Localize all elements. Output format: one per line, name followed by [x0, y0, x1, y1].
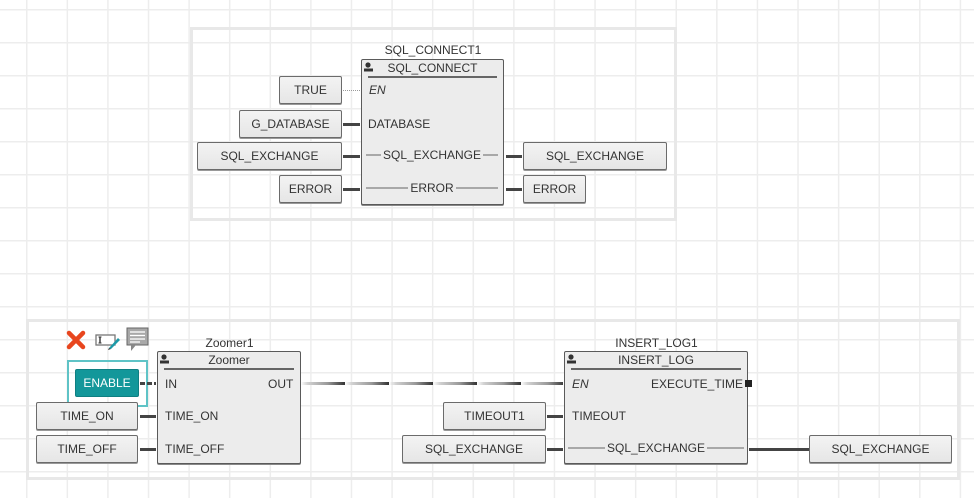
wire-zoomer-out-to-insert-log-en[interactable] [301, 382, 563, 385]
variable-enable[interactable]: ENABLE [75, 369, 139, 397]
wire-g-database [343, 123, 360, 126]
function-block-user-icon [364, 62, 373, 72]
wire-sql-exchange-insert-out [749, 448, 809, 451]
insert-log-pin-sql-exchange: SQL_EXCHANGE [568, 441, 745, 455]
variable-error-in[interactable]: ERROR [279, 175, 342, 203]
sql-connect-instance-name[interactable]: SQL_CONNECT1 [384, 43, 482, 57]
sql-connect-header: SQL_CONNECT [368, 60, 497, 78]
zoomer-type-name: Zoomer [208, 353, 250, 367]
network-group-main [26, 319, 960, 480]
wire-error-out [506, 188, 522, 191]
insert-log-pin-en: EN [572, 377, 589, 391]
insert-log-pin-timeout: TIMEOUT [572, 409, 626, 423]
zoomer-pin-time-off: TIME_OFF [165, 442, 225, 456]
variable-timeout1[interactable]: TIMEOUT1 [443, 402, 546, 430]
zoomer-pin-time-on: TIME_ON [165, 409, 219, 423]
sql-connect-pin-sql-exchange: SQL_EXCHANGE [366, 148, 499, 162]
zoomer-pin-in: IN [165, 377, 177, 391]
wire-timeout1 [547, 415, 563, 418]
wire-true-to-en [343, 90, 360, 91]
sql-connect-pin-error: ERROR [366, 181, 498, 195]
wire-error-in [343, 188, 360, 191]
zoomer-instance-name[interactable]: Zoomer1 [205, 336, 254, 350]
variable-time-off[interactable]: TIME_OFF [36, 435, 138, 463]
function-block-user-icon [160, 354, 169, 364]
variable-sql-exchange-in[interactable]: SQL_EXCHANGE [197, 142, 342, 170]
insert-log-block[interactable]: INSERT_LOG [564, 351, 748, 464]
delete-icon[interactable] [66, 330, 86, 350]
zoomer-header: Zoomer [164, 352, 294, 370]
wire-time-on [140, 415, 156, 418]
network-group-sql-connect [190, 27, 677, 221]
function-block-user-icon [567, 354, 576, 364]
rename-icon[interactable] [95, 330, 121, 350]
variable-sql-exchange-insert-out[interactable]: SQL_EXCHANGE [809, 435, 952, 463]
wire-time-off [140, 448, 156, 451]
insert-log-instance-name[interactable]: INSERT_LOG1 [615, 336, 698, 350]
variable-true[interactable]: TRUE [279, 76, 342, 104]
zoomer-pin-out: OUT [268, 377, 294, 391]
variable-sql-exchange-out[interactable]: SQL_EXCHANGE [523, 142, 667, 170]
zoomer-block[interactable]: Zoomer [157, 351, 301, 464]
execute-time-output-connector[interactable] [745, 380, 752, 387]
variable-error-out[interactable]: ERROR [523, 175, 586, 203]
wire-sql-exchange-out [506, 155, 522, 158]
variable-time-on[interactable]: TIME_ON [36, 402, 138, 430]
wire-sql-exchange-in [343, 155, 360, 158]
comment-icon[interactable] [126, 327, 150, 352]
wire-enable-to-in [140, 382, 156, 385]
insert-log-type-name: INSERT_LOG [618, 353, 694, 367]
sql-connect-pin-en: EN [369, 83, 386, 97]
variable-sql-exchange-insert-in[interactable]: SQL_EXCHANGE [402, 435, 546, 463]
sql-connect-type-name: SQL_CONNECT [387, 61, 478, 75]
insert-log-pin-execute-time: EXECUTE_TIME [651, 377, 744, 391]
wire-sql-exchange-insert-in [547, 448, 563, 451]
sql-connect-block[interactable]: SQL_CONNECT [361, 59, 504, 205]
variable-g-database[interactable]: G_DATABASE [239, 110, 342, 138]
insert-log-header: INSERT_LOG [571, 352, 741, 370]
sql-connect-pin-database: DATABASE [368, 117, 431, 131]
